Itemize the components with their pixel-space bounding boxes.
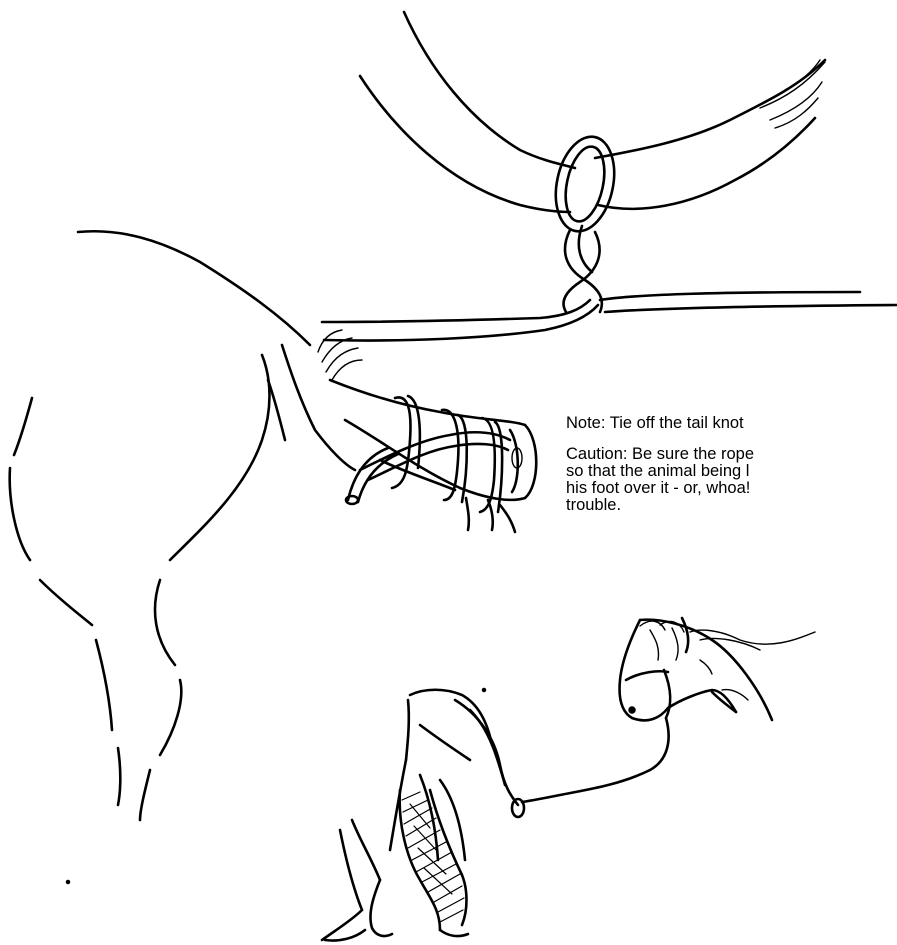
caution-line-3: his foot over it - or, whoa! <box>566 480 897 497</box>
caution-line-2: so that the animal being l <box>566 463 897 480</box>
horse-tied-to-tail <box>67 618 816 941</box>
caution-text: Caution: Be sure the rope so that the an… <box>566 446 897 514</box>
notes-text-block: Note: Tie off the tail knot Caution: Be … <box>566 415 897 575</box>
caution-line-4: trouble. <box>566 497 897 514</box>
tail-knot-detail <box>322 12 897 341</box>
note-text: Note: Tie off the tail knot <box>566 415 897 432</box>
caution-line-1: Caution: Be sure the rope <box>566 446 897 463</box>
